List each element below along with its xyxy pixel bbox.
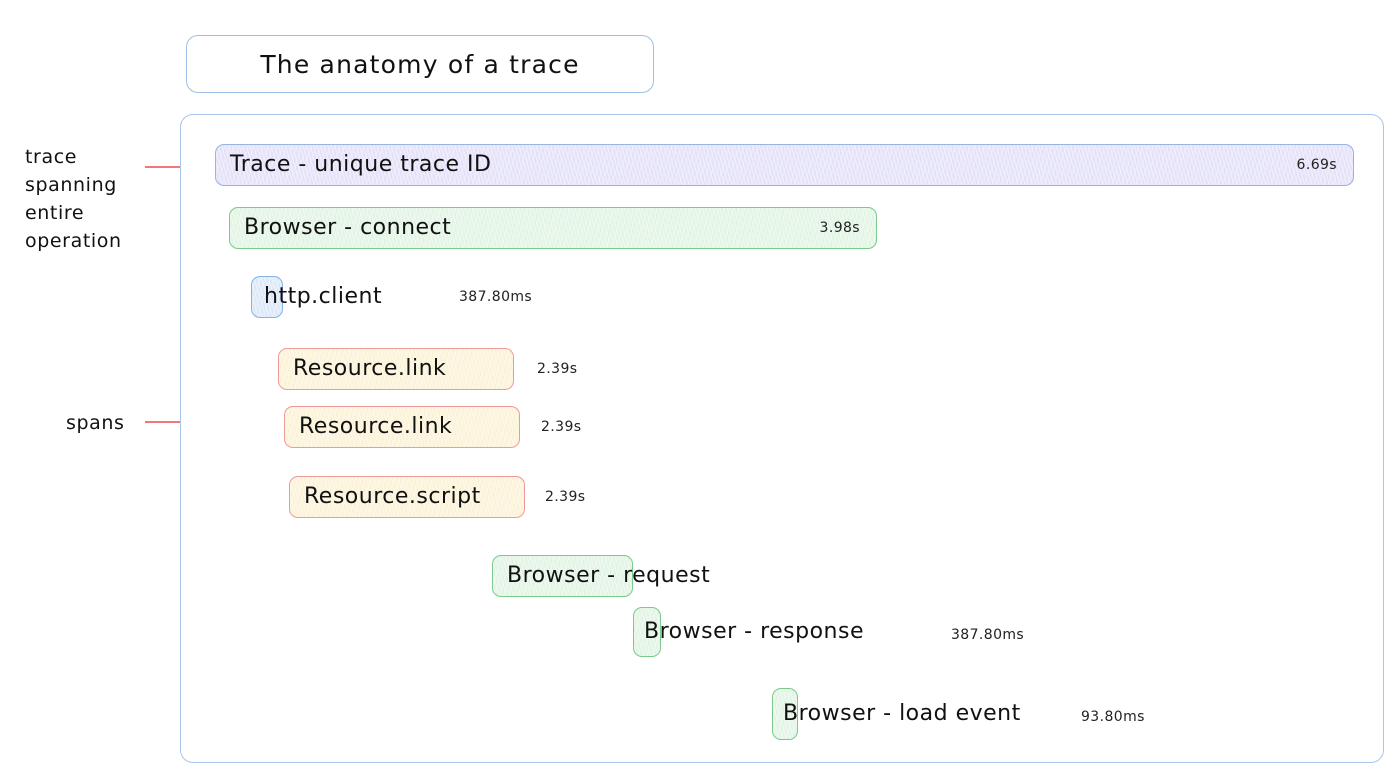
span-bar-browser-response[interactable]: Browser - response [633,607,864,657]
span-duration-browser-load-event: 93.80ms [1081,709,1145,725]
span-label-resource-link-1: Resource.link [293,356,447,381]
span-label-resource-link-2: Resource.link [299,414,453,439]
span-duration-trace: 6.69s [1296,157,1337,173]
span-bar-trace[interactable]: Trace - unique trace ID 6.69s [215,144,1354,186]
span-label-resource-script: Resource.script [304,484,481,509]
span-bar-resource-link-1[interactable]: Resource.link [278,348,514,390]
span-label-browser-connect: Browser - connect [244,215,452,240]
annotation-spans-leader-line [145,421,213,423]
annotation-trace-note: trace spanning entire operation [25,143,122,255]
annotation-trace-line-2: spanning [25,174,117,196]
span-label-http-client: http.client [264,284,383,309]
span-duration-resource-link-2: 2.39s [541,419,582,435]
span-duration-resource-script: 2.39s [545,489,586,505]
span-label-browser-request: Browser - request [507,563,711,588]
annotation-spans-note: spans [66,409,125,437]
annotation-trace-line-1: trace [25,146,78,168]
annotation-trace-line-4: operation [25,230,122,252]
annotation-trace-leader-line [145,166,205,168]
span-label-browser-response: Browser - response [644,619,864,644]
span-bar-browser-connect[interactable]: Browser - connect 3.98s [229,207,877,249]
page-title: The anatomy of a trace [260,49,580,79]
span-bar-resource-link-2[interactable]: Resource.link [284,406,520,448]
span-label-trace: Trace - unique trace ID [230,152,492,177]
span-bar-browser-load-event[interactable]: Browser - load event [772,688,1020,740]
span-duration-browser-connect: 3.98s [819,220,860,236]
span-bar-browser-request[interactable]: Browser - request [492,555,710,597]
span-label-browser-load-event: Browser - load event [783,701,1021,726]
annotation-spans-line-1: spans [66,412,125,434]
title-card: The anatomy of a trace [186,35,654,93]
span-bar-resource-script[interactable]: Resource.script [289,476,525,518]
annotation-trace-line-3: entire [25,202,85,224]
trace-waterfall-container: Trace - unique trace ID 6.69s Browser - … [180,114,1384,763]
span-bar-http-client[interactable]: http.client [251,276,382,318]
span-duration-browser-response: 387.80ms [951,627,1025,643]
span-duration-http-client: 387.80ms [459,289,533,305]
span-duration-resource-link-1: 2.39s [537,361,578,377]
